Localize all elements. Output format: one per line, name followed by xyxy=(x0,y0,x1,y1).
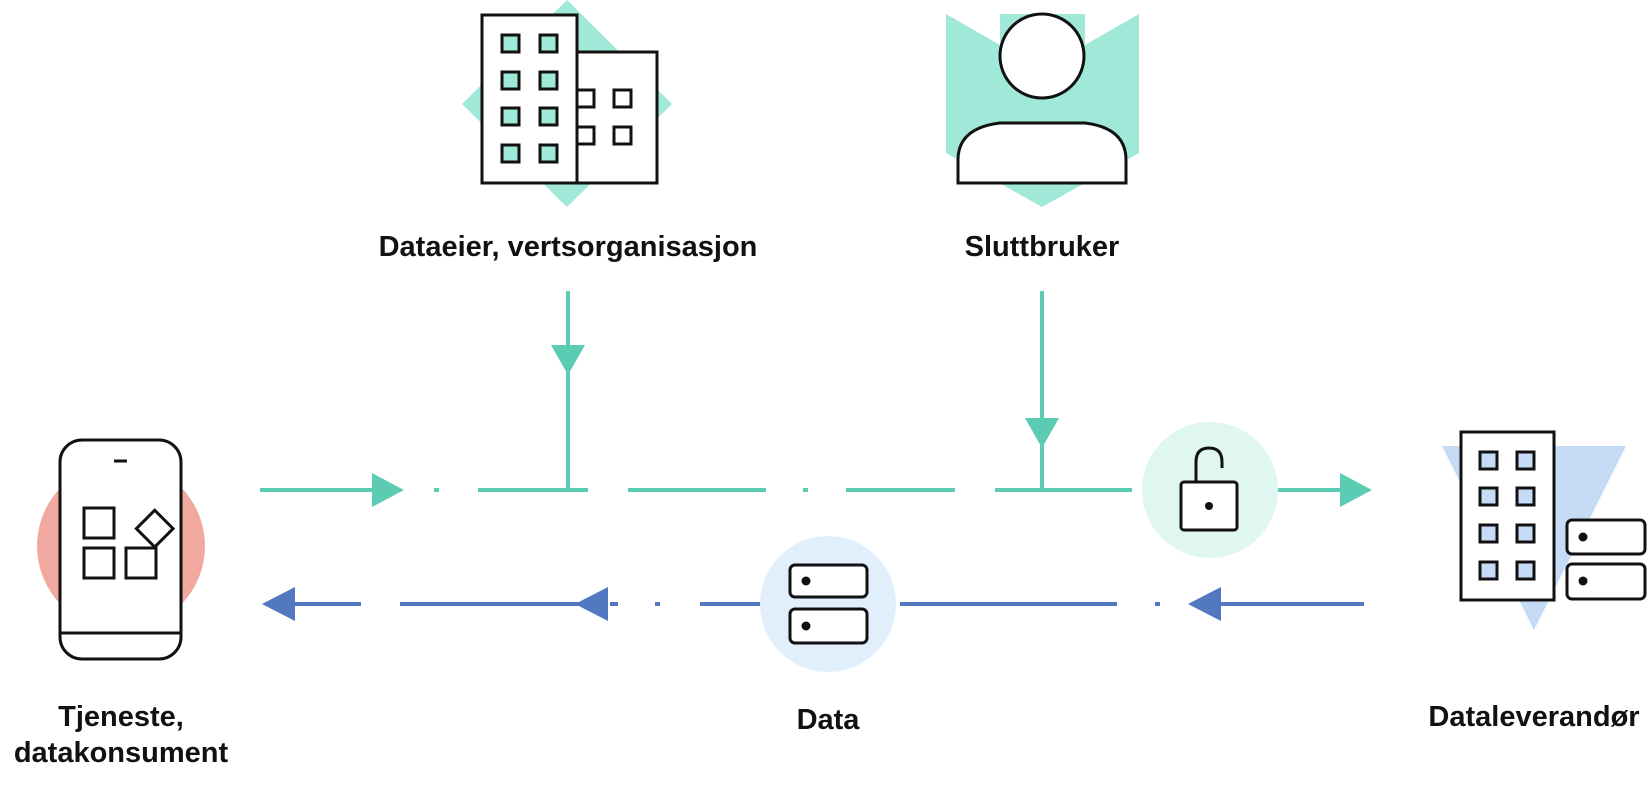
end-user-label: Sluttbruker xyxy=(964,231,1120,263)
database-server-icon xyxy=(760,536,896,672)
building-server-icon xyxy=(1442,430,1647,630)
service-label-line1: Tjeneste, xyxy=(58,701,184,733)
mobile-app-icon xyxy=(37,438,205,661)
office-building-icon xyxy=(462,0,672,207)
arrow-left-icon xyxy=(262,587,295,621)
request-flow-line xyxy=(260,291,1342,492)
arrow-right-icon xyxy=(372,473,404,507)
service-label-line2: datakonsument xyxy=(13,737,229,769)
data-label: Data xyxy=(796,704,860,736)
arrow-left-icon xyxy=(1188,587,1221,621)
data-provider-label: Dataleverandør xyxy=(1428,701,1640,733)
service-label: Tjeneste, datakonsument xyxy=(0,699,242,771)
user-icon xyxy=(946,12,1139,207)
arrow-left-icon xyxy=(575,587,608,621)
data-owner-label: Dataeier, vertsorganisasjon xyxy=(378,231,758,263)
unlock-icon xyxy=(1142,422,1278,558)
arrow-right-icon xyxy=(1340,473,1372,507)
arrow-down-icon xyxy=(1025,418,1059,448)
arrow-down-icon xyxy=(551,345,585,375)
